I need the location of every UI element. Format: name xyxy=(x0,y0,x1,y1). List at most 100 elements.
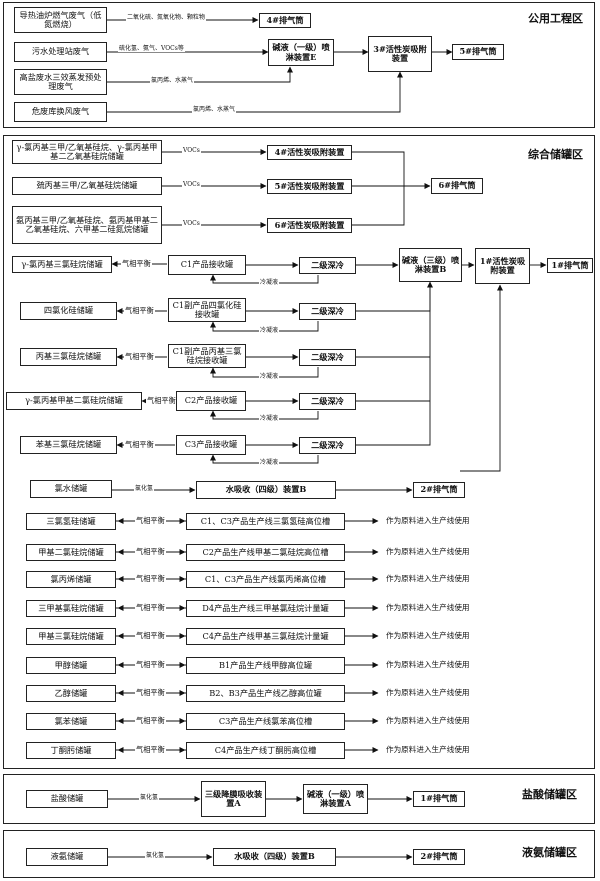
tank-hydrochloric-acid: 盐酸储罐 xyxy=(26,790,108,808)
flow-label-allyl1: 氯丙烯、水蒸气 xyxy=(150,77,195,84)
ammonia-water-absorber-b: 水吸收（四级）装置B xyxy=(213,848,336,866)
section-storage xyxy=(3,135,595,769)
condensate-label-1: 冷凝液 xyxy=(259,279,280,286)
feed-balance-5: 气相平衡 xyxy=(135,631,166,640)
flow-label-so2: 二氧化硫、氮氧化物、颗粒物 xyxy=(126,14,207,21)
feed-balance-9: 气相平衡 xyxy=(135,745,166,754)
balance-label-2: 气相平衡 xyxy=(124,306,155,315)
feed-tank-6: 甲醇储罐 xyxy=(26,657,116,674)
feed-target-4: D4产品生产线三甲基氯硅烷计量罐 xyxy=(186,600,345,617)
hcl-gas-label: 氯化氢 xyxy=(134,485,155,492)
receiver-c1-sicl4: C1副产品四氯化硅接收罐 xyxy=(168,298,246,322)
ammonia-gas-label: 氯化氢 xyxy=(145,852,166,859)
feed-target-3: C1、C3产品生产线氯丙烯高位槽 xyxy=(186,571,345,588)
balance-label-4: 气相平衡 xyxy=(146,396,177,405)
tank-chlorine-water: 氯水储罐 xyxy=(30,480,112,498)
feed-note-6: 作为原料进入生产线使用 xyxy=(386,660,470,669)
water-absorber-b: 水吸收（四级）装置B xyxy=(196,481,336,499)
feed-note-2: 作为原料进入生产线使用 xyxy=(386,547,470,556)
feed-tank-2: 甲基二氯硅烷储罐 xyxy=(26,544,116,561)
condensate-label-3: 冷凝液 xyxy=(259,373,280,380)
voc-label-1: VOCs xyxy=(182,147,201,154)
scrubber-e: 碱液（一级）喷淋装置E xyxy=(268,39,334,66)
receiver-c1: C1产品接收罐 xyxy=(168,255,246,275)
feed-balance-7: 气相平衡 xyxy=(135,688,166,697)
feed-note-3: 作为原料进入生产线使用 xyxy=(386,574,470,583)
feed-balance-2: 气相平衡 xyxy=(135,547,166,556)
section-ammonia xyxy=(3,830,595,878)
feed-tank-4: 三甲基氯硅烷储罐 xyxy=(26,600,116,617)
stack-6: 6#排气筒 xyxy=(431,178,483,194)
feed-tank-8: 氯苯储罐 xyxy=(26,713,116,730)
flow-label-h2s: 硫化氢、氨气、VOCs等 xyxy=(118,45,185,52)
balance-label-5: 气相平衡 xyxy=(124,440,155,449)
tank-phenyl-trichlorosilane: 苯基三氯硅烷储罐 xyxy=(20,436,117,454)
stack-1: 1#排气筒 xyxy=(547,258,593,273)
feed-tank-5: 甲基三氯硅烷储罐 xyxy=(26,628,116,645)
voc-label-3: VOCs xyxy=(182,220,201,227)
cryo-5: 二级深冷 xyxy=(299,437,356,454)
feed-target-9: C4产品生产线丁酮肟高位槽 xyxy=(186,742,345,759)
condensate-label-2: 冷凝液 xyxy=(259,327,280,334)
feed-balance-6: 气相平衡 xyxy=(135,660,166,669)
feed-target-1: C1、C3产品生产线三氯氢硅高位槽 xyxy=(186,513,345,530)
scrubber-a: 碱液（一级）喷淋装置A xyxy=(303,784,368,814)
stack-5: 5#排气筒 xyxy=(452,44,504,60)
receiver-c2: C2产品接收罐 xyxy=(176,391,246,411)
feed-note-1: 作为原料进入生产线使用 xyxy=(386,516,470,525)
receiver-c1-propyl: C1副产品丙基三氯硅烷接收罐 xyxy=(168,344,246,368)
section-hcl xyxy=(3,774,595,824)
feed-note-7: 作为原料进入生产线使用 xyxy=(386,688,470,697)
feed-balance-4: 气相平衡 xyxy=(135,603,166,612)
feed-note-8: 作为原料进入生产线使用 xyxy=(386,716,470,725)
scrubber-b: 碱液（三级）喷淋装置B xyxy=(399,248,462,282)
feed-tank-7: 乙醇储罐 xyxy=(26,685,116,702)
feed-note-5: 作为原料进入生产线使用 xyxy=(386,631,470,640)
feed-tank-9: 丁酮肟储罐 xyxy=(26,742,116,759)
source-wastewater-station: 污水处理站废气 xyxy=(14,42,107,62)
section-public-utilities xyxy=(3,2,595,128)
cryo-2: 二级深冷 xyxy=(299,303,356,320)
feed-target-6: B1产品生产线甲醇高位罐 xyxy=(186,657,345,674)
tank-chloropropyl-ethoxy: γ-氯丙基三甲/乙氧基硅烷、γ-氯丙基甲基二乙氧基硅烷储罐 xyxy=(12,140,162,164)
condensate-label-5: 冷凝液 xyxy=(259,459,280,466)
tank-liquid-ammonia: 液氨储罐 xyxy=(26,848,108,866)
hcl-area-gas-label: 氯化氢 xyxy=(139,794,160,801)
balance-label-1: 气相平衡 xyxy=(121,259,152,268)
cryo-3: 二级深冷 xyxy=(299,349,356,366)
voc-label-2: VOCs xyxy=(182,181,201,188)
source-hazardous-warehouse: 危废库换风废气 xyxy=(14,102,107,122)
carbon-adsorber-6: 6#活性炭吸附装置 xyxy=(267,218,352,233)
ammonia-stack-2: 2#排气筒 xyxy=(413,849,465,865)
stack-4: 4#排气筒 xyxy=(259,13,311,28)
carbon-adsorber-1: 1#活性炭吸附装置 xyxy=(475,248,530,284)
feed-balance-3: 气相平衡 xyxy=(135,574,166,583)
carbon-adsorber-3: 3#活性炭吸附装置 xyxy=(368,36,432,72)
carbon-adsorber-5: 5#活性炭吸附装置 xyxy=(267,179,352,194)
section-title-public: 公用工程区 xyxy=(528,12,583,25)
flow-label-allyl2: 氯丙烯、水蒸气 xyxy=(192,106,237,113)
balance-label-3: 气相平衡 xyxy=(124,352,155,361)
source-evaporation: 高盐废水三效蒸发预处理废气 xyxy=(14,69,107,95)
tank-chloropropyl-methyldichlorosilane: γ-氯丙基甲基二氯硅烷储罐 xyxy=(6,392,142,410)
feed-target-8: C3产品生产线氯苯高位槽 xyxy=(186,713,345,730)
feed-target-7: B2、B3产品生产线乙醇高位罐 xyxy=(186,685,345,702)
feed-target-2: C2产品生产线甲基二氯硅烷高位槽 xyxy=(186,544,345,561)
feed-target-5: C4产品生产线甲基三氯硅烷计量罐 xyxy=(186,628,345,645)
cryo-1: 二级深冷 xyxy=(299,257,356,274)
tank-propyl-trichlorosilane: 丙基三氯硅烷储罐 xyxy=(20,348,117,366)
tank-chloropropyl-trichlorosilane: γ-氯丙基三氯硅烷储罐 xyxy=(12,256,112,273)
receiver-c3: C3产品接收罐 xyxy=(176,435,246,455)
section-title-storage: 综合储罐区 xyxy=(528,148,583,161)
feed-balance-8: 气相平衡 xyxy=(135,716,166,725)
feed-tank-1: 三氯氢硅储罐 xyxy=(26,513,116,530)
feed-balance-1: 气相平衡 xyxy=(135,516,166,525)
feed-note-4: 作为原料进入生产线使用 xyxy=(386,603,470,612)
feed-note-9: 作为原料进入生产线使用 xyxy=(386,745,470,754)
stack-2: 2#排气筒 xyxy=(413,482,465,498)
section-title-hcl: 盐酸储罐区 xyxy=(522,788,577,801)
source-oil-furnace: 导热油炉燃气废气（低氮燃烧） xyxy=(14,7,107,33)
tank-silicon-tetrachloride: 四氯化硅储罐 xyxy=(20,302,117,320)
cryo-4: 二级深冷 xyxy=(299,393,356,410)
tank-aminopropyl: 氨丙基三甲/乙氧基硅烷、氨丙基甲基二乙氧基硅烷、六甲基二硅氮烷储罐 xyxy=(12,206,162,244)
